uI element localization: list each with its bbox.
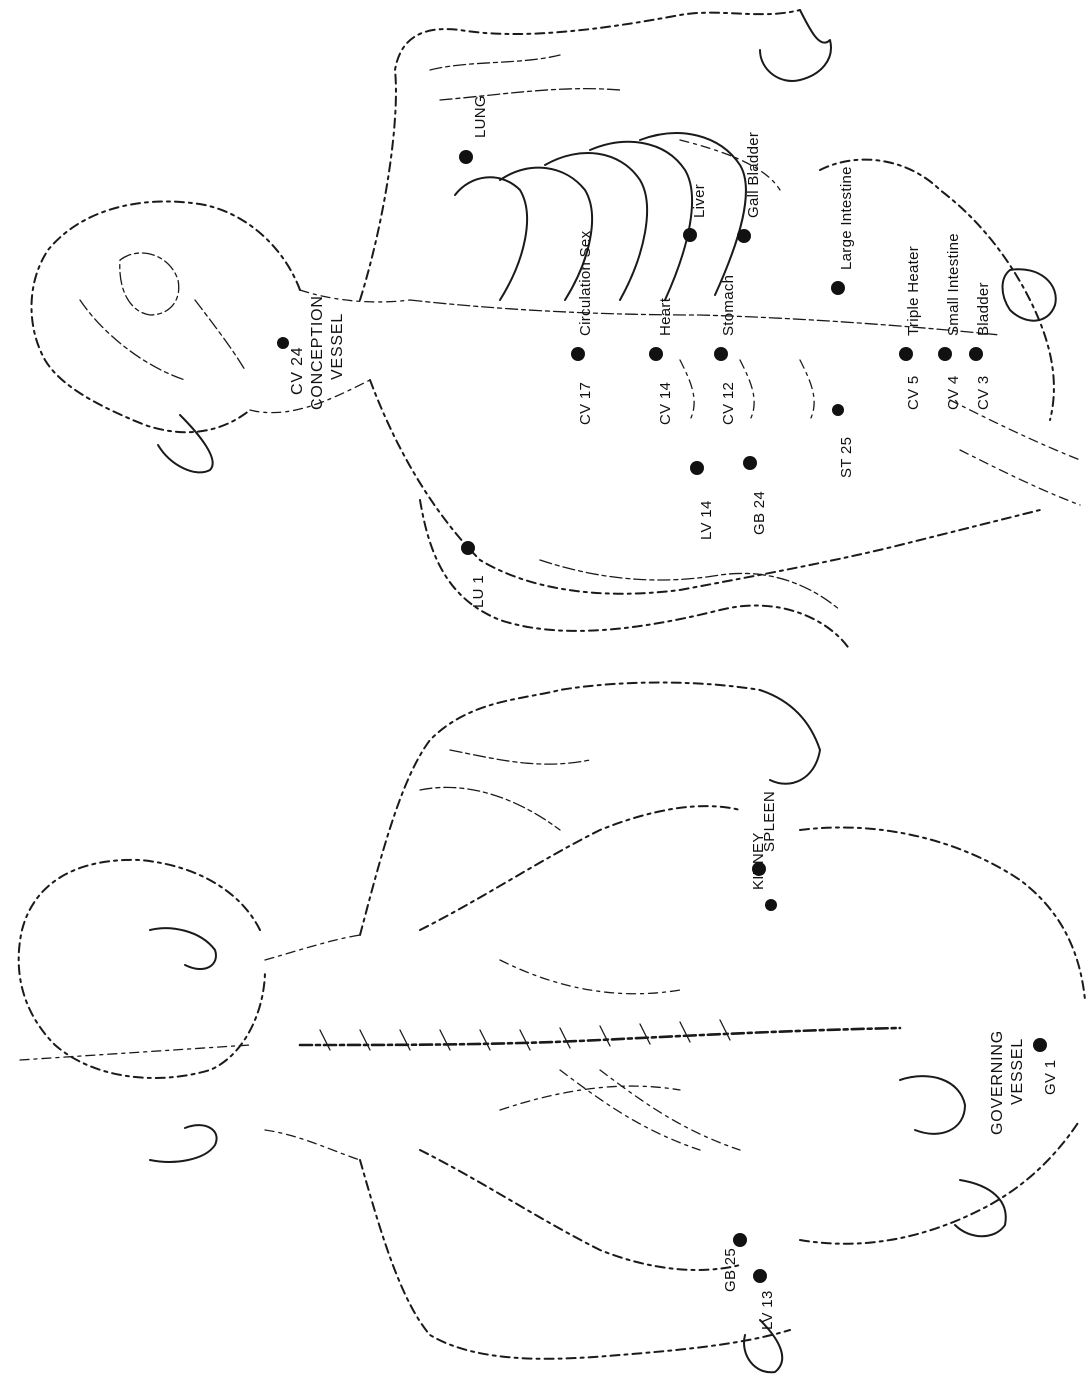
back-upper-arm-outline [360,683,760,936]
back-rib-lines [560,1070,740,1150]
back-neck [265,935,360,1160]
label-small-intestine: Small Intestine [945,233,962,336]
label-lung: LUNG [472,95,489,138]
back-buttock-lower [800,1120,1080,1244]
label-cv14: CV 14 [657,382,674,425]
front-pelvis-outline [820,160,1054,420]
front-rib-1 [455,177,527,300]
label-cv17: CV 17 [577,382,594,425]
back-buttock-upper [800,827,1085,1000]
dot-circulation-sex [571,347,585,361]
front-arm-muscles [430,55,620,100]
dot-lung [459,150,473,164]
label-st25: ST 25 [838,437,855,478]
label-stomach: Stomach [720,275,737,336]
back-scapula-upper [420,806,740,930]
front-lower-arm-outline [420,500,850,650]
dot-small-intestine [938,347,952,361]
front-ear [158,415,213,472]
front-face-lines [80,300,245,380]
label-cv4: CV 4 [945,375,962,410]
back-hand-top [760,690,820,784]
label-cv12: CV 12 [720,382,737,425]
label-spleen: SPLEEN [761,791,778,852]
front-torso-left-outline [370,380,1040,594]
label-cv3: CV 3 [975,375,992,410]
dot-kidney [765,899,777,911]
dot-lv13 [753,1269,767,1283]
back-muscle-lines [500,960,680,1110]
label-liver: Liver [691,184,708,218]
label-cv5: CV 5 [905,375,922,410]
dot-lu1 [461,541,475,555]
back-body-figure [19,683,1085,1373]
label-lv14: LV 14 [698,500,715,540]
dot-lv14 [690,461,704,475]
dot-gb24 [743,456,757,470]
label-gall-bladder: Gall Bladder [745,132,762,218]
front-body-figure [32,10,1081,650]
back-scapula-lower [420,1150,740,1270]
label-heart: Heart [657,297,674,336]
back-arm-muscles [420,750,590,830]
front-vessel-title-line-1: CV 24 [289,347,306,395]
front-thigh-lines [950,400,1080,505]
label-gv1: GV 1 [1042,1060,1059,1095]
dot-gall-bladder [737,229,751,243]
dot-large-intestine [831,281,845,295]
dot-bladder [969,347,983,361]
front-rib-3 [545,153,647,300]
back-pelvis-bone [900,1076,965,1134]
front-rib-4 [590,142,692,300]
back-ear-top [150,928,216,969]
label-gb25: GB 25 [722,1248,739,1292]
label-large-intestine: Large Intestine [838,166,855,270]
back-ear-bottom [150,1125,217,1162]
front-eye-socket [120,253,179,315]
back-vessel-title-line-1: GOVERNING [989,1030,1006,1135]
back-labels: KIDNEY SPLEEN GOVERNING VESSEL GV 1 GB 2… [722,791,1059,1330]
dot-liver [683,228,697,242]
back-head-outline [19,860,265,1078]
label-circulation-sex: Circulation Sex [577,230,594,336]
label-triple-heater: Triple Heater [905,246,922,336]
front-rib-6 [680,140,780,190]
dot-stomach [714,347,728,361]
front-vessel-title-line-3: VESSEL [329,313,346,380]
label-lu1: LU 1 [470,575,487,608]
dot-st25 [832,404,844,416]
back-hip-bone [955,1180,1006,1236]
back-vessel-title-line-2: VESSEL [1009,1038,1026,1105]
front-hip-joint [1003,269,1056,320]
dot-gb25 [733,1233,747,1247]
front-head-outline [32,201,301,432]
front-hand-top [760,10,831,81]
back-head-midline [20,1045,250,1060]
label-gb24: GB 24 [751,491,768,535]
dot-triple-heater [899,347,913,361]
front-vessel-title-line-2: CONCEPTION [309,295,326,410]
dot-heart [649,347,663,361]
back-spine [300,1028,900,1045]
front-labels: CV 24 CONCEPTION VESSEL LUNG Liver Gall … [289,95,992,608]
label-lv13: LV 13 [759,1290,776,1330]
dot-gv1 [1033,1038,1047,1052]
label-bladder: Bladder [975,282,992,336]
front-abdominal-lines [680,360,814,420]
dot-cv24 [277,337,289,349]
